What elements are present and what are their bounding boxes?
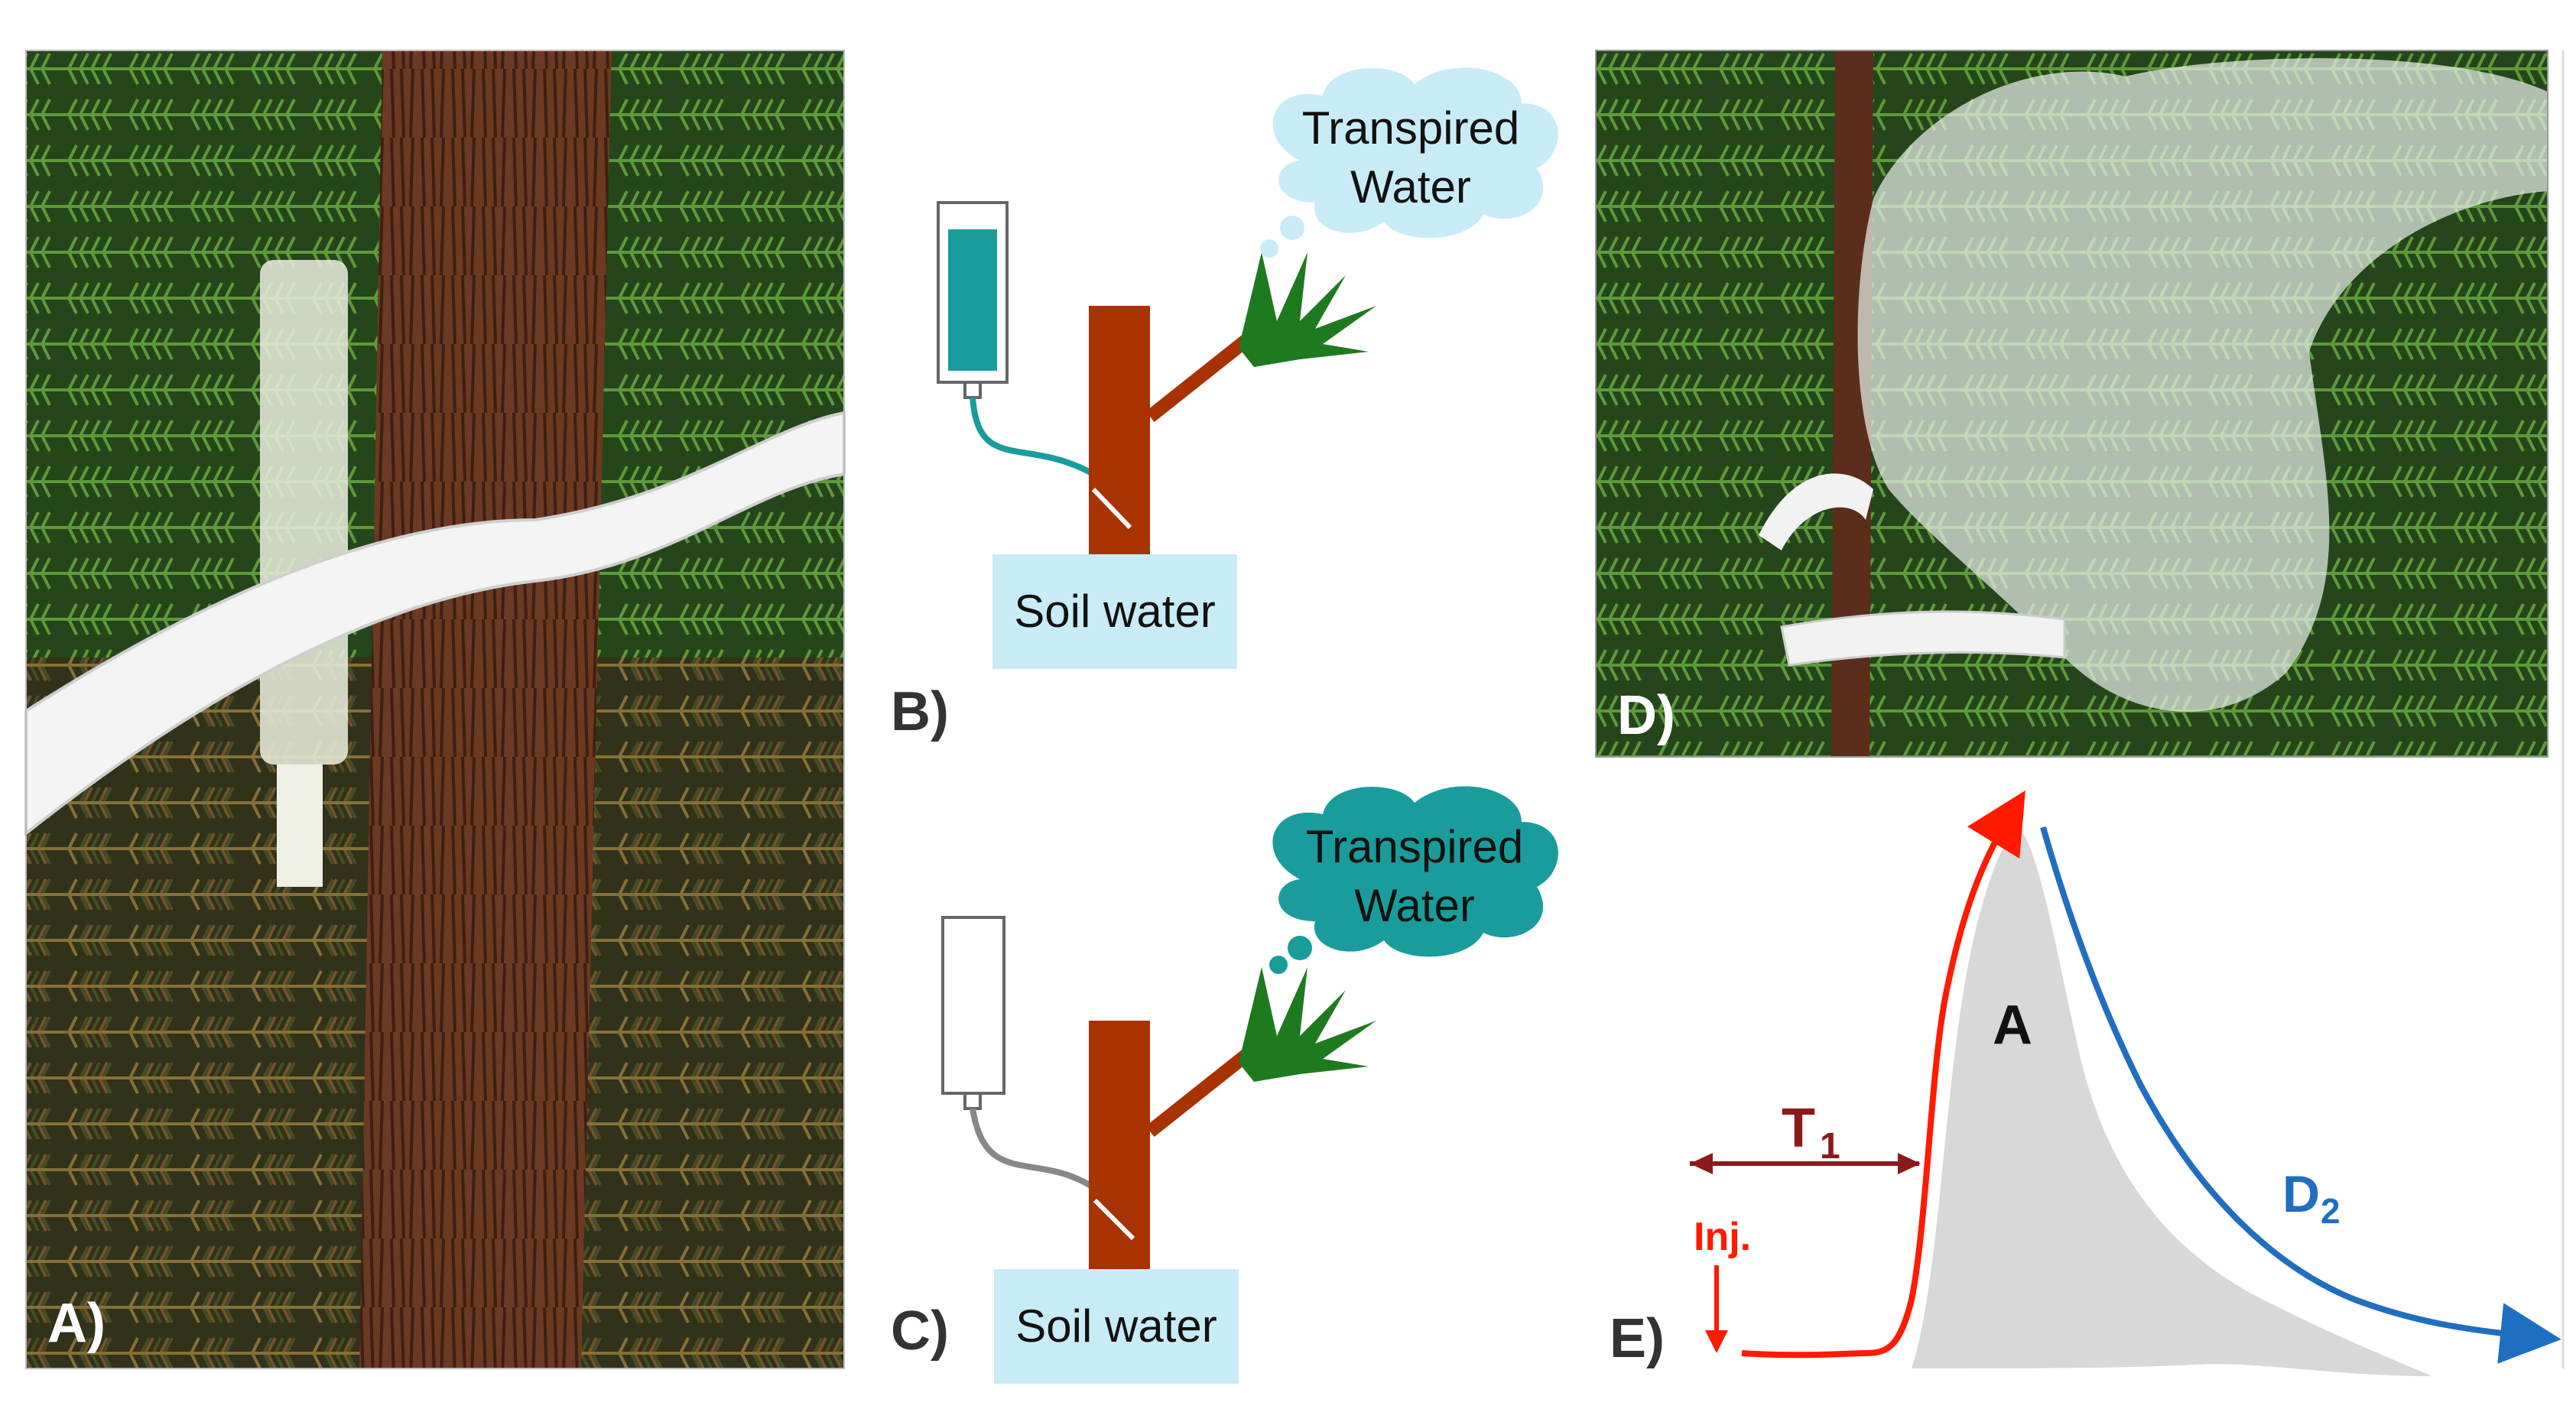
foliage-b [1239,252,1376,367]
decay-curve [2040,826,2561,1364]
foliage-c [1239,967,1376,1082]
bubble-small-c [1269,956,1288,974]
t1-label: T [1782,1098,1815,1159]
transpired-cloud-b [1272,67,1558,239]
cloud-b-line2: Water [1350,161,1471,213]
photo-a-trunk [359,50,612,1368]
bag-strap-bottom [1780,610,2066,667]
bubble-mid-b [1280,216,1304,240]
photo-d-trunk [1831,50,1873,757]
t1-subscript: 1 [1820,1126,1840,1167]
empty-tube [970,1108,1103,1196]
syringe-icon [260,260,348,765]
bag-strap-left [1759,473,1873,550]
t1-arrow-right-head [1898,1153,1921,1174]
panel-b: Transpired Water Soil water B) [891,67,1558,742]
branch-c [1145,1049,1251,1138]
transpired-cloud-c [1272,786,1558,957]
trunk-c [1089,1021,1150,1296]
panel-a: A) [24,50,846,1368]
trunk-b [1089,306,1150,581]
panel-e: T 1 Inj. A D 2 E) [1610,790,2561,1376]
tracer-bottle-fill [948,229,997,371]
panel-a-letter: A) [47,1293,106,1354]
t1-arrow-left-head [1690,1153,1713,1174]
panel-d-frame [1595,50,2548,758]
syringe-tip [277,765,323,887]
bottle-neck [963,381,982,399]
panel-e-letter: E) [1610,1308,1665,1369]
cloud-c-line1: Transpired [1306,821,1524,872]
panel-d: D) [1596,50,2548,757]
soil-water-box-b [992,554,1237,669]
branch-b [1145,334,1251,423]
cloud-c-line2: Water [1354,880,1475,931]
d2-label: D [2282,1165,2320,1223]
bubble-small-b [1260,239,1278,258]
panel-c: Transpired Water Soil water C) [891,786,1558,1384]
injection-needle-c [1093,1198,1135,1241]
panel-c-letter: C) [891,1300,949,1362]
injection-needle-b [1091,487,1132,530]
tracer-tube [970,397,1095,477]
bottle-neck-c [963,1092,982,1110]
soil-water-label-c: Soil water [1015,1300,1217,1352]
soil-water-box-c [994,1269,1239,1384]
plastic-bag-icon [1857,58,2548,712]
panel-b-letter: B) [891,681,949,742]
inj-arrow-head [1705,1330,1728,1353]
panel-d-letter: D) [1617,685,1675,746]
d2-subscript: 2 [2321,1191,2340,1231]
peak-area [1912,826,2431,1376]
inj-label: Inj. [1694,1215,1751,1259]
bubble-mid-c [1288,936,1312,960]
cloud-b-line1: Transpired [1302,102,1520,154]
peak-area-label: A [1993,995,2032,1056]
panel-a-frame [25,50,845,1369]
soil-water-label-b: Soil water [1014,586,1215,637]
empty-bottle-outline [941,916,1005,1095]
rise-curve [1741,790,2025,1359]
